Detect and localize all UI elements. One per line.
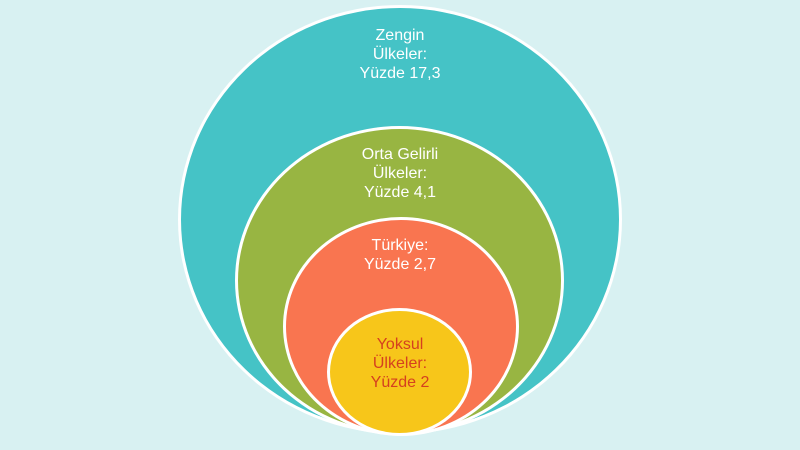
- label-middle-income-countries: Orta Gelirli Ülkeler: Yüzde 4,1: [361, 146, 439, 201]
- label-rich-countries: Zengin Ülkeler: Yüzde 17,3: [359, 27, 441, 82]
- ring-poor-countries: [327, 308, 472, 436]
- label-poor-countries: Yoksul Ülkeler: Yüzde 2: [370, 336, 430, 391]
- label-turkey: Türkiye: Yüzde 2,7: [363, 237, 437, 273]
